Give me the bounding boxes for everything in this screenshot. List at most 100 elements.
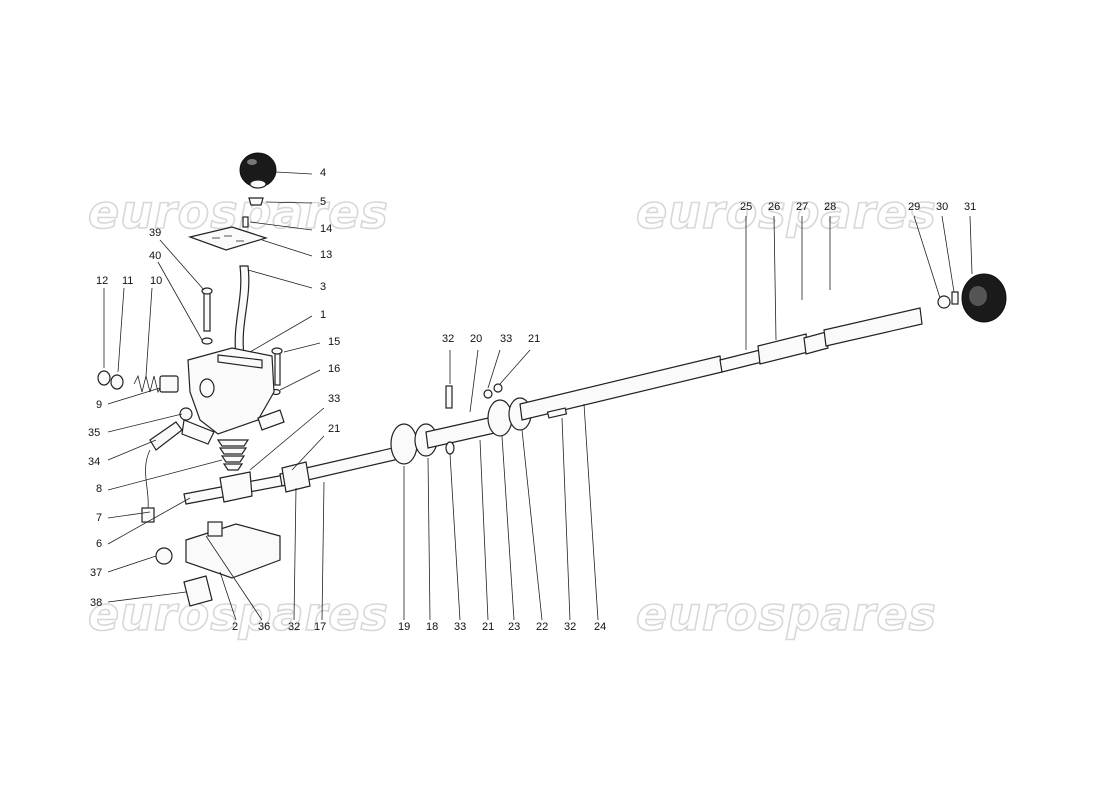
callout-24: 24 xyxy=(594,621,606,633)
leader-line-6 xyxy=(107,497,191,545)
leader-line-21 xyxy=(499,349,531,385)
housing-top-opening xyxy=(217,354,263,369)
leader-line-32 xyxy=(293,487,297,621)
callout-33: 33 xyxy=(328,393,340,405)
coupling-23 xyxy=(487,399,513,437)
leader-line-40 xyxy=(157,261,203,341)
gear-knob-highlight xyxy=(247,159,257,165)
shift-shaft-assembly xyxy=(279,273,1007,493)
callout-29: 29 xyxy=(908,201,920,213)
callout-36: 36 xyxy=(258,621,270,633)
callout-13: 13 xyxy=(320,249,332,261)
threaded-rod-25 xyxy=(719,349,763,373)
washer-11 xyxy=(110,374,124,390)
mount-bracket xyxy=(185,523,281,579)
callout-39: 39 xyxy=(149,227,161,239)
leader-line-21 xyxy=(291,435,325,471)
rod-clamp xyxy=(219,471,253,503)
callout-17: 17 xyxy=(314,621,326,633)
leader-line-22 xyxy=(521,429,543,621)
washer-21-upper xyxy=(493,383,503,393)
watermark-bottom-left: eurospares xyxy=(88,587,389,641)
leader-line-1 xyxy=(249,315,313,353)
leader-line-32 xyxy=(561,417,571,621)
callout-23: 23 xyxy=(508,621,520,633)
callout-33: 33 xyxy=(500,333,512,345)
callout-9: 9 xyxy=(96,399,102,411)
gate-slots xyxy=(212,235,244,242)
sleeve-27 xyxy=(803,331,829,355)
leader-line-16 xyxy=(279,369,321,391)
leader-line-7 xyxy=(107,511,151,519)
bolt-15 xyxy=(274,350,281,386)
callout-32: 32 xyxy=(564,621,576,633)
leader-line-18 xyxy=(427,457,431,621)
leader-line-37 xyxy=(107,555,157,573)
leader-line-10 xyxy=(145,287,153,377)
end-bush-core xyxy=(969,286,987,306)
bush-37 xyxy=(155,547,173,565)
gear-lever xyxy=(234,265,250,357)
housing-foot-right xyxy=(257,409,285,431)
sleeve-26 xyxy=(757,333,809,365)
plug-9 xyxy=(159,375,179,393)
leader-line-33 xyxy=(449,453,461,621)
u-joint xyxy=(281,461,311,493)
callout-20: 20 xyxy=(470,333,482,345)
bolt-32-right xyxy=(546,407,568,419)
bracket-post xyxy=(207,521,223,537)
leader-line-9 xyxy=(107,387,161,405)
leader-line-39 xyxy=(159,239,205,291)
leader-line-33 xyxy=(249,407,325,471)
leader-line-13 xyxy=(261,239,313,257)
callout-37: 37 xyxy=(90,567,102,579)
callout-5: 5 xyxy=(320,196,326,208)
leader-line-38 xyxy=(107,591,187,603)
rubber-boot xyxy=(216,439,250,471)
leader-line-11 xyxy=(117,287,125,373)
leader-line-20 xyxy=(469,349,479,413)
callout-6: 6 xyxy=(96,538,102,550)
watermark-group: eurospares eurospares eurospares eurospa… xyxy=(87,184,937,642)
knob-base xyxy=(249,179,267,189)
washer-35 xyxy=(179,407,193,421)
callout-27: 27 xyxy=(796,201,808,213)
leader-line-15 xyxy=(283,342,321,353)
callout-28: 28 xyxy=(824,201,836,213)
callout-18: 18 xyxy=(426,621,438,633)
bolt-15-head xyxy=(271,347,283,355)
callout-21: 21 xyxy=(328,423,340,435)
watermark-top-right: eurospares xyxy=(636,185,937,239)
callout-38: 38 xyxy=(90,597,102,609)
callout-30: 30 xyxy=(936,201,948,213)
bolt-39-head xyxy=(201,287,213,295)
callout-31: 31 xyxy=(964,201,976,213)
leader-line-30 xyxy=(941,215,955,293)
bolt-39 xyxy=(203,290,211,332)
callout-33: 33 xyxy=(454,621,466,633)
clip-30 xyxy=(951,291,959,305)
leader-line-29 xyxy=(913,215,941,299)
nut-33-upper xyxy=(483,389,493,399)
callout-21: 21 xyxy=(528,333,540,345)
housing-port xyxy=(199,378,215,398)
callout-2: 2 xyxy=(232,621,238,633)
callout-32: 32 xyxy=(442,333,454,345)
leader-line-5 xyxy=(265,201,313,204)
callout-25: 25 xyxy=(740,201,752,213)
lever-housing xyxy=(187,347,275,435)
leader-line-33 xyxy=(487,349,501,389)
nut-21-lower xyxy=(445,441,455,455)
clamp-38 xyxy=(183,575,213,607)
watermark-bottom-right: eurospares xyxy=(636,587,937,641)
leader-line-24 xyxy=(583,403,599,621)
callout-4: 4 xyxy=(320,167,326,179)
leader-line-3 xyxy=(247,269,313,289)
callout-7: 7 xyxy=(96,512,102,524)
leader-line-36 xyxy=(205,535,263,621)
callout-32: 32 xyxy=(288,621,300,633)
callout-26: 26 xyxy=(768,201,780,213)
callout-10: 10 xyxy=(150,275,162,287)
